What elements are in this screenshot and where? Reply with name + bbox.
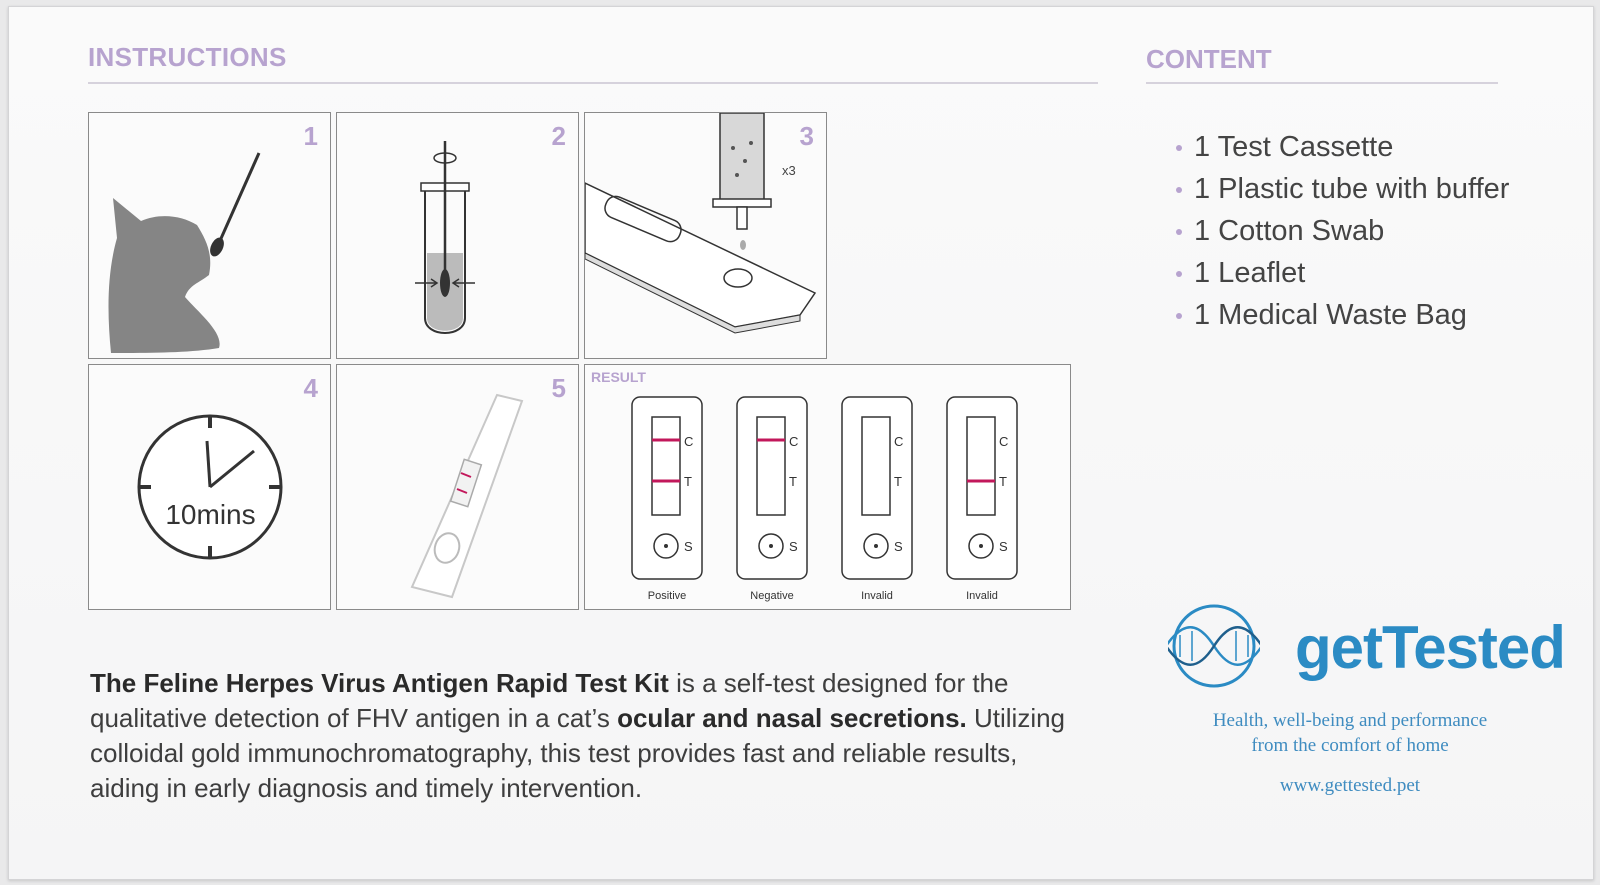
s-marker: S [684, 539, 693, 554]
instructions-heading: INSTRUCTIONS [88, 42, 287, 72]
list-item: 1 Test Cassette [1172, 126, 1509, 168]
result-name-label: Invalid [861, 590, 893, 602]
clock-icon [137, 414, 283, 560]
step-5-panel: 5 [336, 364, 579, 610]
c-marker: C [684, 434, 693, 449]
product-description: The Feline Herpes Virus Antigen Rapid Te… [90, 666, 1090, 806]
c-marker: C [789, 434, 798, 449]
t-marker: T [789, 474, 797, 489]
brand-name: getTested [1295, 614, 1566, 681]
drop-count: x3 [782, 163, 796, 178]
cassette-window [861, 416, 891, 516]
step-number: 5 [551, 373, 566, 403]
content-divider [1146, 82, 1498, 84]
instructions-divider [88, 82, 1098, 84]
sample-well-dot [979, 544, 983, 548]
step-2-panel: 2 [336, 112, 579, 359]
step-4-panel: 4 10mins [88, 364, 331, 610]
cassette-window [756, 416, 786, 516]
brand-url[interactable]: www.gettested.pet [1279, 775, 1421, 796]
list-item: 1 Leaflet [1172, 252, 1509, 294]
t-marker: T [894, 474, 902, 489]
t-marker: T [999, 474, 1007, 489]
sample-type: ocular and nasal secretions. [617, 703, 967, 733]
content-list: 1 Test Cassette 1 Plastic tube with buff… [1172, 126, 1509, 336]
read-cassette-illustration [410, 393, 524, 599]
c-marker: C [999, 434, 1008, 449]
brand-tagline: from the comfort of home [1251, 735, 1449, 756]
step-number: 1 [303, 121, 318, 151]
result-name-label: Positive [648, 590, 687, 602]
t-marker: T [684, 474, 692, 489]
content-heading: CONTENT [1146, 44, 1272, 74]
c-marker: C [894, 434, 903, 449]
tube-swab-illustration [415, 141, 475, 334]
dna-logo-icon [1168, 604, 1260, 688]
list-item: 1 Plastic tube with buffer [1172, 168, 1509, 210]
product-name: The Feline Herpes Virus Antigen Rapid Te… [90, 668, 669, 698]
description-text: Utilizing colloidal gold immunochromatog… [90, 703, 1066, 803]
step-1-panel: 1 [88, 112, 331, 359]
sample-well-dot [664, 544, 668, 548]
timer-label: 10mins [165, 499, 256, 530]
cassette-window [966, 416, 996, 516]
list-item: 1 Cotton Swab [1172, 210, 1509, 252]
drop-sample-illustration [585, 113, 817, 334]
cat-swab-illustration [108, 152, 261, 353]
brand-tagline: Health, well-being and performance [1212, 710, 1488, 731]
result-cassettes: C T S Positive C T S Negative C T S Invalid C T S Inval… [631, 396, 1018, 602]
list-item: 1 Medical Waste Bag [1172, 294, 1509, 336]
sample-well-dot [874, 544, 878, 548]
step-number: 4 [303, 373, 318, 403]
result-name-label: Negative [750, 590, 793, 602]
s-marker: S [894, 539, 903, 554]
s-marker: S [999, 539, 1008, 554]
step-3-panel: 3 x3 [584, 112, 827, 359]
sample-well-dot [769, 544, 773, 548]
step-number: 2 [551, 121, 566, 151]
cassette-window [651, 416, 681, 516]
description-text: is a self-test designed for the qualitat… [90, 668, 1009, 733]
result-label: RESULT [591, 369, 646, 385]
step-number: 3 [799, 121, 814, 151]
result-name-label: Invalid [966, 590, 998, 602]
s-marker: S [789, 539, 798, 554]
